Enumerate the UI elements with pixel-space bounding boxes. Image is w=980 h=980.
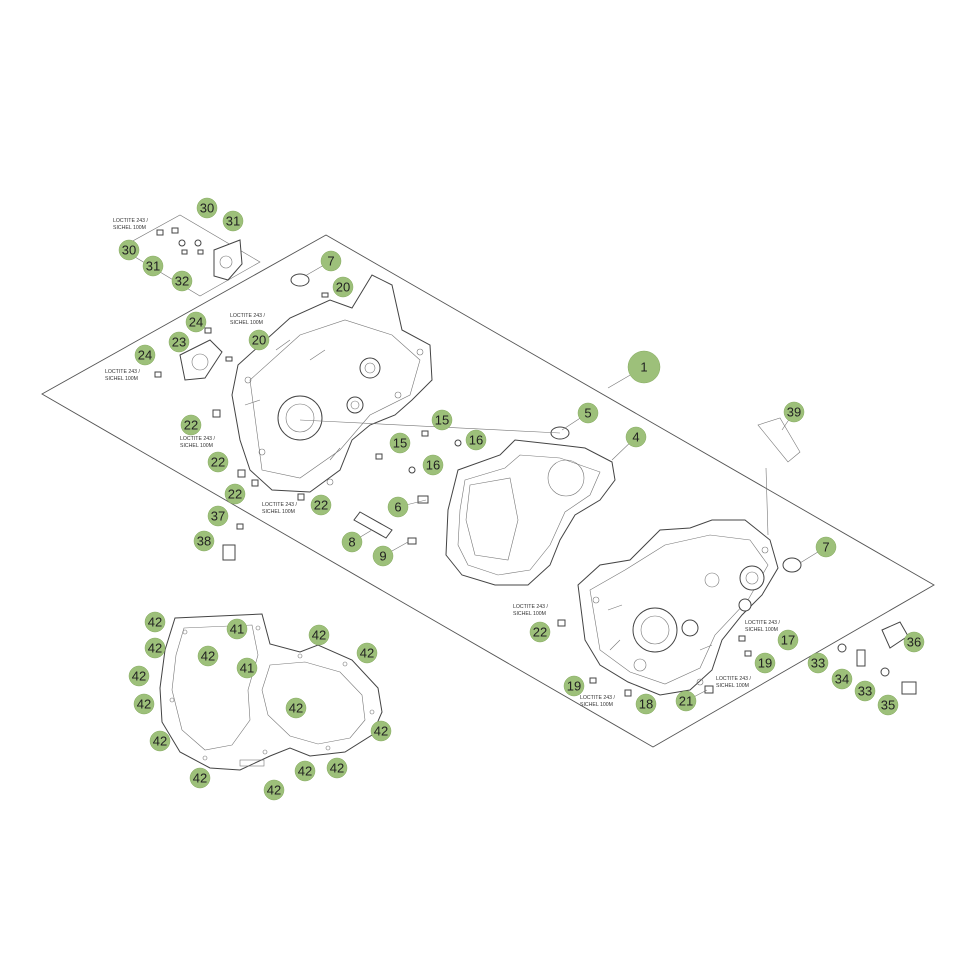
callout-part-35[interactable]: 35 xyxy=(877,694,899,716)
sichel-note-6: SICHEL 100M xyxy=(513,611,546,617)
callout-part-19[interactable]: 19 xyxy=(754,652,776,674)
callout-part-15[interactable]: 15 xyxy=(389,432,411,454)
assembly-frame xyxy=(41,234,935,748)
callout-part-30[interactable]: 30 xyxy=(118,239,140,261)
callout-part-17[interactable]: 17 xyxy=(777,629,799,651)
sichel-note-1: SICHEL 100M xyxy=(113,225,146,231)
callout-part-22[interactable]: 22 xyxy=(529,621,551,643)
loctite-note-4: LOCTITE 243 / xyxy=(180,436,215,442)
callout-part-36[interactable]: 36 xyxy=(903,631,925,653)
sichel-note-8: SICHEL 100M xyxy=(716,683,749,689)
callout-part-4[interactable]: 4 xyxy=(625,426,647,448)
callout-part-15[interactable]: 15 xyxy=(431,409,453,431)
callout-part-42[interactable]: 42 xyxy=(128,665,150,687)
callout-part-1[interactable]: 1 xyxy=(627,350,661,384)
callout-part-16[interactable]: 16 xyxy=(465,429,487,451)
callout-part-24[interactable]: 24 xyxy=(185,311,207,333)
callout-part-41[interactable]: 41 xyxy=(226,618,248,640)
callout-part-7[interactable]: 7 xyxy=(320,250,342,272)
callout-part-23[interactable]: 23 xyxy=(168,331,190,353)
center-gasket xyxy=(445,439,616,586)
loctite-note-5: LOCTITE 243 / xyxy=(262,502,297,508)
callout-part-20[interactable]: 20 xyxy=(248,329,270,351)
callout-part-39[interactable]: 39 xyxy=(783,401,805,423)
sichel-note-2: SICHEL 100M xyxy=(230,320,263,326)
callout-part-42[interactable]: 42 xyxy=(285,697,307,719)
sichel-note-7: SICHEL 100M xyxy=(745,627,778,633)
callout-part-42[interactable]: 42 xyxy=(197,645,219,667)
callout-part-42[interactable]: 42 xyxy=(144,637,166,659)
loctite-note-1: LOCTITE 243 / xyxy=(113,218,148,224)
callout-part-31[interactable]: 31 xyxy=(222,210,244,232)
sichel-note-3: SICHEL 100M xyxy=(105,376,138,382)
left-crankcase-half xyxy=(231,274,433,493)
callout-part-18[interactable]: 18 xyxy=(635,693,657,715)
small-parts xyxy=(154,227,917,697)
callout-part-7[interactable]: 7 xyxy=(815,536,837,558)
callout-part-8[interactable]: 8 xyxy=(341,531,363,553)
callout-part-5[interactable]: 5 xyxy=(577,402,599,424)
callout-part-30[interactable]: 30 xyxy=(196,197,218,219)
callout-part-37[interactable]: 37 xyxy=(207,505,229,527)
callout-part-42[interactable]: 42 xyxy=(144,611,166,633)
callout-part-32[interactable]: 32 xyxy=(171,270,193,292)
loctite-note-7: LOCTITE 243 / xyxy=(745,620,780,626)
callout-part-42[interactable]: 42 xyxy=(370,720,392,742)
callout-part-34[interactable]: 34 xyxy=(831,668,853,690)
callout-part-38[interactable]: 38 xyxy=(193,530,215,552)
callout-part-6[interactable]: 6 xyxy=(387,496,409,518)
callout-part-31[interactable]: 31 xyxy=(142,255,164,277)
callout-part-42[interactable]: 42 xyxy=(326,757,348,779)
callout-part-19[interactable]: 19 xyxy=(563,675,585,697)
callout-part-42[interactable]: 42 xyxy=(189,767,211,789)
callout-part-22[interactable]: 22 xyxy=(180,414,202,436)
loctite-note-9: LOCTITE 243 / xyxy=(580,695,615,701)
callout-part-21[interactable]: 21 xyxy=(675,690,697,712)
callout-part-42[interactable]: 42 xyxy=(149,730,171,752)
sichel-note-5: SICHEL 100M xyxy=(262,509,295,515)
callout-part-33[interactable]: 33 xyxy=(807,652,829,674)
callout-part-16[interactable]: 16 xyxy=(422,454,444,476)
loctite-note-8: LOCTITE 243 / xyxy=(716,676,751,682)
loctite-notes: LOCTITE 243 / SICHEL 100M LOCTITE 243 / … xyxy=(105,218,780,708)
callout-part-22[interactable]: 22 xyxy=(224,483,246,505)
callout-part-42[interactable]: 42 xyxy=(133,693,155,715)
callout-part-42[interactable]: 42 xyxy=(308,624,330,646)
callout-part-24[interactable]: 24 xyxy=(134,344,156,366)
callout-part-42[interactable]: 42 xyxy=(356,642,378,664)
large-gasket xyxy=(159,613,383,771)
callout-part-22[interactable]: 22 xyxy=(310,494,332,516)
callout-part-42[interactable]: 42 xyxy=(263,779,285,801)
loctite-note-2: LOCTITE 243 / xyxy=(230,313,265,319)
sichel-note-9: SICHEL 100M xyxy=(580,702,613,708)
callout-part-41[interactable]: 41 xyxy=(236,657,258,679)
callout-part-42[interactable]: 42 xyxy=(294,760,316,782)
loctite-note-3: LOCTITE 243 / xyxy=(105,369,140,375)
sichel-note-4: SICHEL 100M xyxy=(180,443,213,449)
callout-part-20[interactable]: 20 xyxy=(332,276,354,298)
callout-part-33[interactable]: 33 xyxy=(854,680,876,702)
callout-part-9[interactable]: 9 xyxy=(372,545,394,567)
callout-part-22[interactable]: 22 xyxy=(207,451,229,473)
right-crankcase-half xyxy=(577,519,779,696)
loctite-note-6: LOCTITE 243 / xyxy=(513,604,548,610)
